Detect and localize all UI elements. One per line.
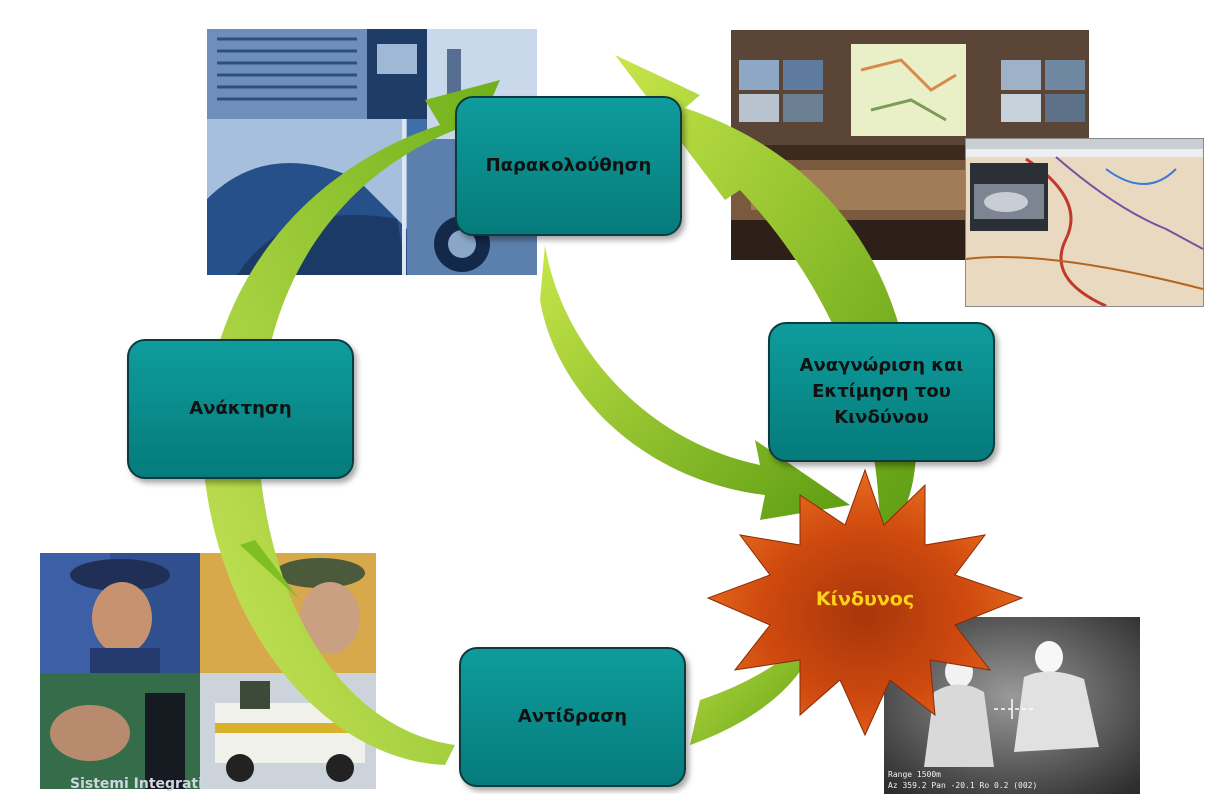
node-recognition-line-1: Αναγνώριση και <box>799 354 964 376</box>
node-monitoring: Παρακολούθηση <box>455 96 682 236</box>
node-recognition-line-2: Εκτίμηση του <box>812 380 951 402</box>
node-recovery: Ανάκτηση <box>127 339 354 479</box>
footer-watermark: Sistemi Integrati <box>70 776 203 792</box>
arrow-monitoring-to-danger <box>540 245 850 520</box>
thermal-range-readout: Range 1500m <box>888 770 941 779</box>
node-monitoring-label: Παρακολούθηση <box>485 154 652 176</box>
node-recognition-line-3: Κινδύνου <box>834 407 929 429</box>
thermal-camera-photo: Range 1500m Az 359.2 Pan -20.1 Ro 0.2 (0… <box>884 617 1140 794</box>
danger-star-icon <box>706 468 1024 737</box>
node-recognition: Αναγνώριση και Εκτίμηση του Κινδύνου <box>768 322 995 462</box>
node-recovery-label: Ανάκτηση <box>189 397 292 419</box>
arrow-recovery-to-monitoring <box>203 80 501 765</box>
arrow-danger-to-reaction <box>690 590 835 745</box>
arrow-monitoring-to-recognition <box>615 55 917 540</box>
node-reaction-label: Αντίδραση <box>517 705 628 727</box>
thermal-azimuth-readout: Az 359.2 Pan -20.1 Ro 0.2 (002) <box>888 781 1038 790</box>
danger-label: Κίνδυνος <box>815 588 915 610</box>
map-software-screenshot <box>965 138 1204 307</box>
node-reaction: Αντίδραση <box>459 647 686 787</box>
arrow-reaction-to-recovery <box>240 540 300 600</box>
